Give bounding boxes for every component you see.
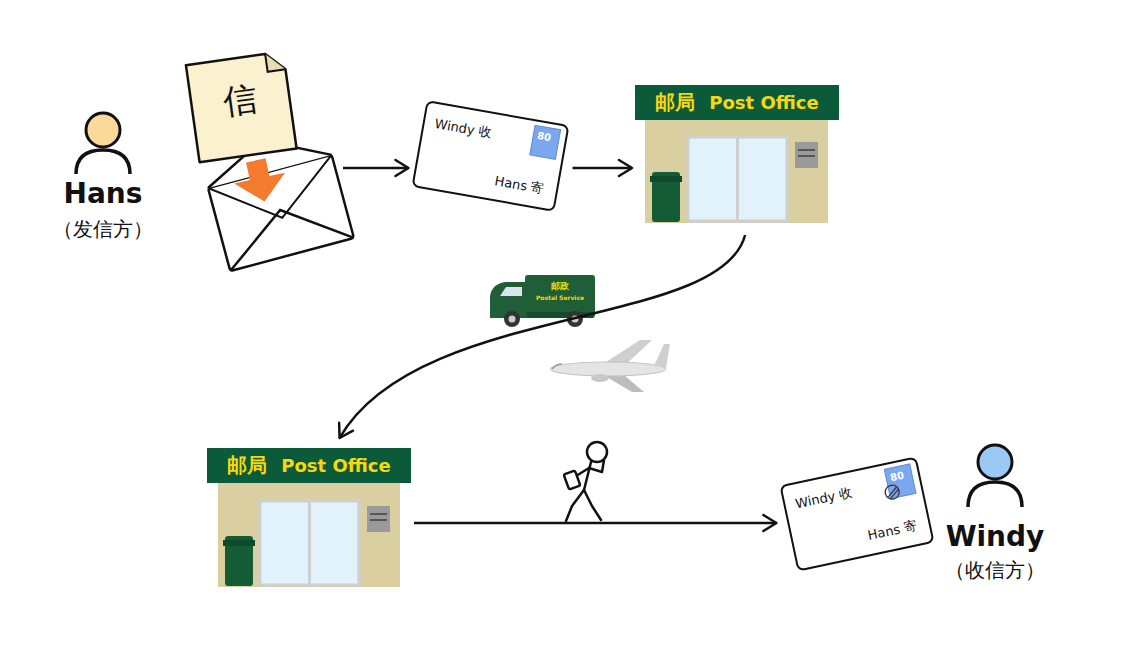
envelope-face [411, 100, 569, 212]
plane-cockpit [552, 364, 562, 369]
sign-band: 邮局 Post Office [207, 448, 411, 483]
sender-text: Hans 寄 [493, 174, 545, 198]
envelope-node: Windy 收 80Hans 寄 [411, 100, 569, 212]
wall-box-line [798, 155, 815, 157]
stamp [530, 125, 561, 159]
door-divider [308, 501, 311, 585]
wall-box-line [370, 519, 387, 521]
person-head [86, 113, 120, 147]
plane-engine [591, 374, 609, 382]
letter-node: 信 [185, 50, 340, 278]
flow-arrow [414, 515, 776, 531]
person-role: （收信方） [935, 558, 1055, 582]
recipient-text: Windy 收 [794, 485, 853, 512]
person-node: Windy （收信方） [935, 440, 1055, 590]
wall-box [367, 506, 390, 532]
sign-english: Post Office [281, 455, 390, 477]
arrow-head [619, 160, 632, 176]
person-name: Hans [40, 177, 166, 211]
arrow-head [339, 423, 353, 438]
envelope-face [779, 456, 934, 571]
wall-box-line [370, 513, 387, 515]
sign-english: Post Office [709, 92, 818, 114]
courier-bag [564, 470, 581, 489]
flow-arrow [343, 160, 408, 176]
door-divider [736, 137, 739, 221]
arrow-line [414, 522, 776, 525]
letter-paper [186, 51, 297, 162]
person-role: （发信方） [40, 217, 166, 241]
sign-chinese: 邮局 [655, 91, 695, 115]
plane-fuselage [550, 362, 666, 376]
sender-icon [76, 113, 130, 174]
envelope-fold [208, 155, 344, 234]
mailbox-slot [650, 176, 682, 182]
wall-box [795, 142, 818, 168]
arrow-head [395, 160, 408, 176]
envelope-card [411, 100, 569, 212]
sender-text: Hans 寄 [866, 518, 918, 544]
insert-arrow [230, 155, 290, 207]
envelope-node: Windy 收 80Hans 寄 [779, 456, 934, 571]
walking-courier [564, 442, 607, 521]
envelope-fold [218, 194, 354, 272]
envelope-card [779, 456, 934, 571]
post-office-building [645, 119, 828, 223]
stamp-value: 80 [530, 129, 558, 145]
mailbox-slot [223, 540, 255, 546]
truck-wheel [504, 311, 520, 327]
arrow-head [763, 515, 776, 531]
truck-hub [509, 316, 516, 323]
post-office-node: 邮局 Post Office [635, 85, 839, 223]
courier-leg [566, 490, 584, 521]
person-name: Windy [935, 520, 1055, 554]
postmark [889, 489, 900, 499]
post-office-building [218, 483, 400, 587]
arrow-line [573, 167, 632, 170]
courier-arm [589, 460, 604, 472]
flow-arrow [573, 160, 632, 176]
sign-chinese: 邮局 [227, 454, 267, 478]
arrow-line [343, 167, 408, 170]
person-body [968, 482, 1022, 507]
truck-cargo [525, 275, 595, 318]
sign-band: 邮局 Post Office [635, 85, 839, 120]
courier-body [584, 462, 591, 490]
truck-chinese: 邮政 [528, 281, 592, 292]
truck-node: 邮政 Postal Service [528, 277, 592, 311]
person-body [76, 150, 130, 174]
paper-sheet [186, 51, 297, 162]
building-door [688, 137, 787, 221]
flow-arrow [339, 235, 745, 438]
stamp-value: 80 [883, 468, 911, 485]
plane-tail [654, 344, 670, 368]
truck-english: Postal Service [528, 294, 592, 301]
postmark [884, 484, 901, 501]
wall-box-line [798, 149, 815, 151]
postal-truck [490, 275, 595, 327]
arrow-line [340, 235, 746, 438]
paper-corner [265, 51, 285, 71]
recipient-text: Windy 收 [433, 116, 492, 141]
building-wall [645, 119, 828, 223]
courier-leg [584, 490, 601, 520]
person-node: Hans （发信方） [40, 105, 166, 245]
post-office-node: 邮局 Post Office [207, 448, 411, 586]
receiver-icon [968, 445, 1022, 507]
letter-character: 信 [207, 76, 272, 125]
person-head [978, 445, 1012, 479]
airplane [550, 340, 670, 392]
building-wall [218, 483, 400, 587]
truck-window [500, 287, 522, 296]
building-door [260, 501, 359, 585]
